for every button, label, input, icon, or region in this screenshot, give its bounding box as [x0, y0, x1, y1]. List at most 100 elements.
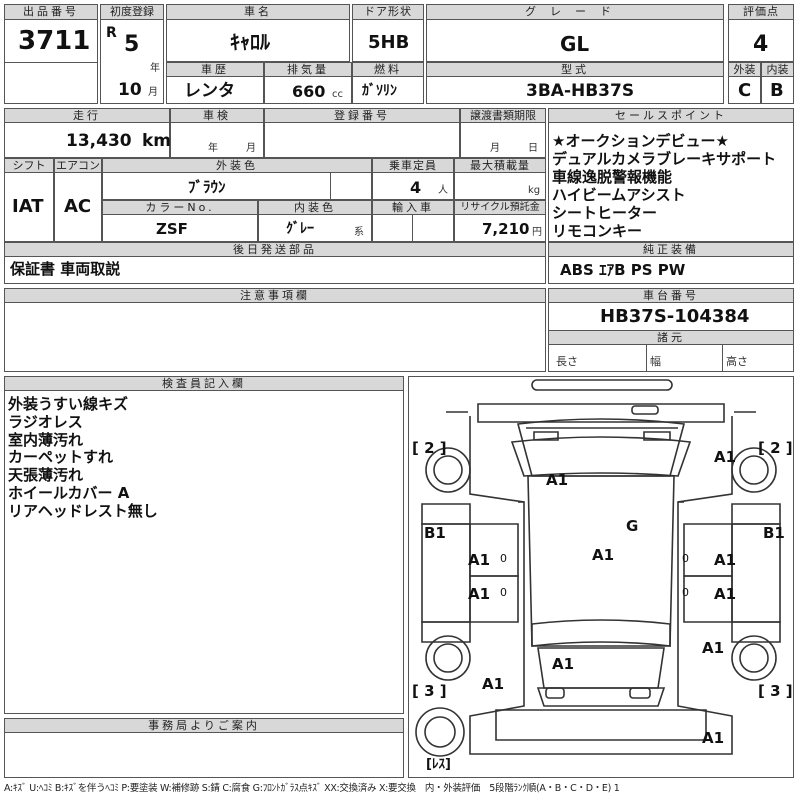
mark-rear-bottom: A1 [702, 729, 725, 747]
exterior-grade: C [738, 80, 752, 101]
grade-header: グレード [426, 4, 724, 20]
mark-door-small-r2: 0 [682, 586, 689, 599]
transfer-month-unit: 月 [490, 143, 500, 154]
sales-point: ハイビームアシスト [552, 186, 686, 204]
mileage-unit: km [142, 131, 172, 151]
sales-header: セールスポイント [548, 108, 794, 123]
shift-header: シフト [4, 158, 54, 173]
inspection-header: 車検 [170, 108, 264, 123]
inspector-note: ホイールカバー A [8, 483, 130, 502]
era: R [106, 25, 117, 41]
sales-point: 車線逸脱警報機能 [552, 168, 673, 186]
car-diagram [415, 379, 781, 757]
mark-glass: G [626, 517, 639, 535]
ext-grade-header: 外装 [728, 62, 761, 77]
diagram-box [408, 376, 794, 778]
fuel-header: 燃料 [352, 62, 424, 77]
score-header: 評価点 [728, 4, 794, 20]
corner-tr: [ 2 ] [758, 439, 793, 457]
transfer-day-unit: 日 [528, 143, 538, 154]
aircon: AC [64, 196, 92, 217]
chassis-header: 車台番号 [548, 288, 794, 303]
color-no: ZSF [156, 220, 188, 238]
year-unit: 年 [150, 63, 160, 74]
equipment-header: 純正装備 [548, 242, 794, 257]
history: レンタ [184, 81, 235, 101]
recycle: 7,210 [482, 220, 530, 238]
inspector-note: 室内薄汚れ [8, 430, 84, 449]
chassis-no: HB37S-104384 [600, 306, 750, 327]
int-color-header: 内装色 [258, 200, 372, 215]
length-label: 長さ [556, 355, 578, 368]
capacity: 4 [410, 178, 422, 197]
mark-right-rear: A1 [702, 639, 725, 657]
later-parts-header: 後日発送部品 [4, 242, 546, 257]
lot-number: 3711 [18, 26, 91, 56]
car-name-header: 車名 [166, 4, 350, 20]
color-no-header: カラーNo. [102, 200, 258, 215]
inspector-box [4, 376, 404, 714]
legend: A:ｷｽﾞ U:ﾍｺﾐ B:ｷｽﾞを伴うﾍｺﾐ P:要塗装 W:補修跡 S:錆 … [4, 783, 620, 794]
corner-tl: [ 2 ] [412, 439, 447, 457]
reg-year: 5 [124, 32, 140, 57]
load-header: 最大積載量 [454, 158, 546, 173]
sales-point: シートヒーター [552, 204, 658, 222]
mark-door-small-r1: 0 [682, 552, 689, 565]
width-label: 幅 [650, 355, 661, 368]
height-label: 高さ [726, 355, 748, 368]
first-reg-header: 初度登録 [100, 4, 164, 20]
disp-unit: cc [332, 89, 343, 100]
mark-fl-wheel: A1 [714, 448, 737, 466]
mark-left-rear: A1 [482, 675, 505, 693]
lot-box [4, 4, 98, 104]
score: 4 [753, 32, 769, 57]
recycle-unit: 円 [532, 227, 542, 238]
mark-hood: A1 [546, 471, 569, 489]
model-header: 型式 [426, 62, 724, 77]
specs-header: 諸元 [548, 330, 794, 345]
equipment: ABS ｴｱB PS PW [560, 261, 686, 279]
model: 3BA-HB37S [526, 81, 635, 101]
history-header: 車歴 [166, 62, 264, 77]
sales-point: ★オークションデビュー★ [552, 132, 729, 150]
office-header: 事務局よりご案内 [4, 718, 404, 733]
ext-color-divider [330, 173, 331, 200]
inspector-notes: 外装うすい線キズ ラジオレス 室内薄汚れ カーペットすれ 天張薄汚れ ホイールカ… [8, 395, 158, 521]
int-grade-header: 内装 [761, 62, 794, 77]
mark-fr-fender: B1 [763, 524, 785, 542]
later-parts: 保証書 車両取説 [10, 260, 121, 278]
inspector-note: ラジオレス [8, 412, 83, 431]
mark-left-rear-door: A1 [468, 585, 491, 603]
transfer-header: 譲渡書類期限 [460, 108, 546, 123]
mark-right-front-door: A1 [714, 551, 737, 569]
spec-div-2 [722, 345, 723, 372]
mark-left-front-door: A1 [468, 551, 491, 569]
recycle-header: リサイクル預託金 [454, 200, 546, 215]
corner-br: [ 3 ] [758, 682, 793, 700]
displacement: 660 [292, 82, 326, 101]
ext-color: ﾌﾞﾗｳﾝ [188, 178, 226, 196]
inspector-note: カーペットすれ [8, 448, 114, 467]
sales-point: リモコンキー [552, 222, 643, 240]
grade: GL [560, 32, 590, 56]
inspector-note: リアヘッドレスト無し [8, 501, 158, 520]
mark-fl-fender: B1 [424, 524, 446, 542]
int-color-unit: 系 [354, 227, 364, 238]
insp-year-unit: 年 [208, 143, 218, 154]
capacity-header: 乗車定員 [372, 158, 454, 173]
inspector-header: 検査員記入欄 [4, 376, 404, 391]
inspector-note: 外装うすい線キズ [8, 395, 129, 413]
shift: IAT [12, 196, 44, 217]
door-type: 5HB [368, 32, 410, 53]
import-header: 輸入車 [372, 200, 454, 215]
load-unit: kg [528, 185, 541, 196]
capacity-unit: 人 [438, 185, 448, 196]
mark-door-small-l2: 0 [500, 586, 507, 599]
mileage: 13,430 [66, 131, 132, 151]
sales-point: デュアルカメラブレーキサポート [552, 150, 777, 168]
mark-trunk: A1 [552, 655, 575, 673]
mark-roof: A1 [592, 546, 615, 564]
disp-header: 排気量 [264, 62, 352, 77]
interior-grade: B [770, 80, 784, 101]
notes-header: 注意事項欄 [4, 288, 546, 303]
